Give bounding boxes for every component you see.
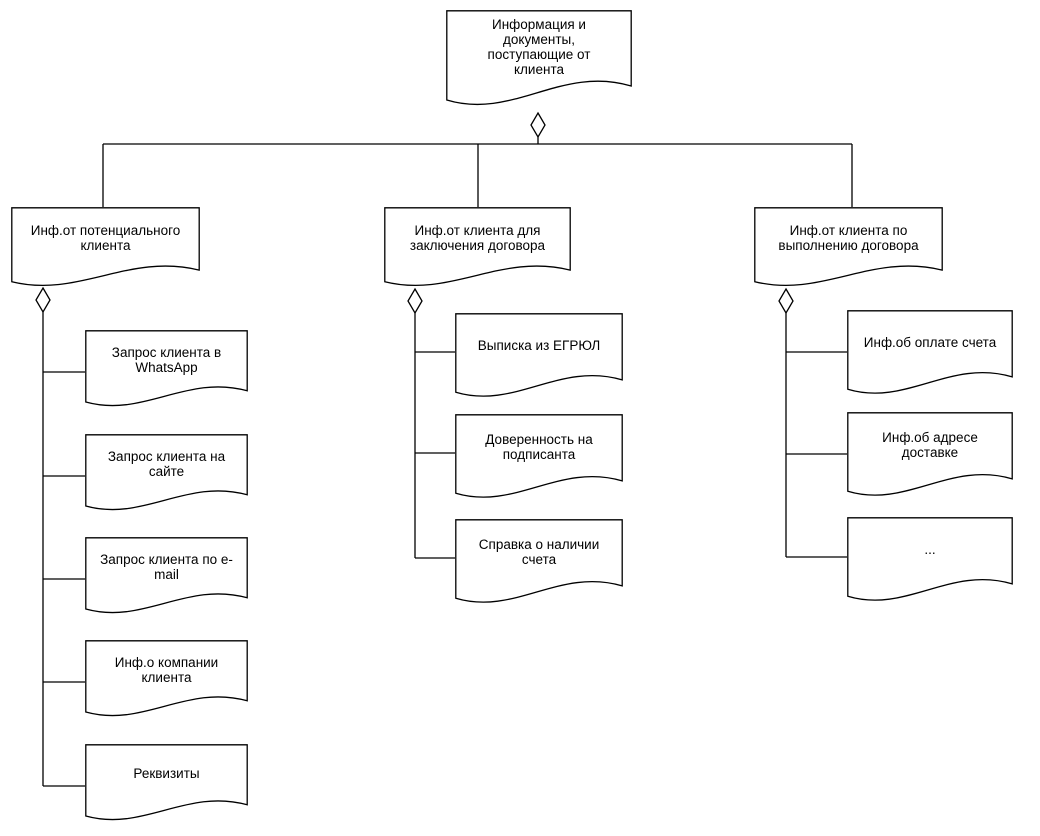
document-shape [754, 207, 943, 286]
document-shape [85, 434, 248, 511]
doc-node-branch-contract-execution[interactable]: Инф.от клиента по выполнению договора [754, 207, 943, 290]
doc-node-body: Выписка из ЕГРЮЛ [455, 313, 623, 378]
document-shape [847, 412, 1013, 496]
doc-node-body: Запрос клиента по e-mail [85, 537, 248, 596]
doc-node-label: Информация и документы, поступающие от к… [487, 17, 591, 77]
doc-node-body: Запрос клиента в WhatsApp [85, 330, 248, 389]
doc-node-label: Запрос клиента на сайте [107, 448, 226, 479]
doc-node-branch-contract-conclusion[interactable]: Инф.от клиента для заключения договора [384, 207, 571, 290]
doc-node-body: Запрос клиента на сайте [85, 434, 248, 493]
document-shape [455, 414, 623, 498]
doc-node-label: Запрос клиента в WhatsApp [111, 344, 222, 375]
doc-node-body: Инф.от клиента по выполнению договора [754, 207, 943, 268]
doc-node-requisites[interactable]: Реквизиты [85, 744, 248, 824]
doc-node-body: Справка о наличии счета [455, 519, 623, 584]
doc-node-account-certificate[interactable]: Справка о наличии счета [455, 519, 623, 607]
doc-node-label: Инф.об адресе доставке [882, 429, 978, 460]
document-shape [847, 310, 1013, 394]
doc-node-label: Справка о наличии счета [478, 536, 600, 567]
doc-node-root[interactable]: Информация и документы, поступающие от к… [446, 10, 632, 110]
doc-node-label: Выписка из ЕГРЮЛ [477, 338, 601, 354]
aggregation-diamond-right [778, 287, 794, 315]
doc-node-body: Реквизиты [85, 744, 248, 803]
document-shape [384, 207, 571, 286]
document-shape [85, 640, 248, 717]
document-shape [11, 207, 200, 286]
aggregation-diamond-left [35, 286, 51, 314]
doc-node-delivery-address-info[interactable]: Инф.об адресе доставке [847, 412, 1013, 500]
doc-node-whatsapp-request[interactable]: Запрос клиента в WhatsApp [85, 330, 248, 410]
doc-node-egrul-extract[interactable]: Выписка из ЕГРЮЛ [455, 313, 623, 401]
doc-node-branch-potential-client[interactable]: Инф.от потенциального клиента [11, 207, 200, 290]
document-shape [85, 330, 248, 407]
doc-node-body: Доверенность на подписанта [455, 414, 623, 479]
doc-node-label: Инф.от потенциального клиента [30, 222, 181, 253]
aggregation-diamond-middle [407, 287, 423, 315]
doc-node-label: Инф.об оплате счета [863, 335, 997, 351]
doc-node-body: Инф.об оплате счета [847, 310, 1013, 375]
doc-node-label: Доверенность на подписанта [485, 431, 593, 462]
doc-node-email-request[interactable]: Запрос клиента по e-mail [85, 537, 248, 617]
doc-node-label: Запрос клиента по e-mail [100, 551, 233, 582]
aggregation-diamond-root [530, 111, 546, 139]
doc-node-label: Инф.от клиента для заключения договора [409, 222, 546, 253]
doc-node-body: Инф.от потенциального клиента [11, 207, 200, 268]
document-shape [85, 537, 248, 614]
doc-node-body: Инф.о компании клиента [85, 640, 248, 699]
doc-node-label: ... [924, 542, 936, 558]
doc-node-company-info[interactable]: Инф.о компании клиента [85, 640, 248, 720]
doc-node-power-of-attorney[interactable]: Доверенность на подписанта [455, 414, 623, 502]
doc-node-label: Инф.от клиента по выполнению договора [778, 222, 919, 253]
document-shape [446, 10, 632, 106]
document-shape [847, 517, 1013, 601]
doc-node-body: Инф.от клиента для заключения договора [384, 207, 571, 268]
doc-node-body: Информация и документы, поступающие от к… [446, 10, 632, 84]
document-shape [85, 744, 248, 821]
doc-node-ellipsis[interactable]: ... [847, 517, 1013, 605]
doc-node-body: ... [847, 517, 1013, 582]
doc-node-body: Инф.об адресе доставке [847, 412, 1013, 477]
doc-node-invoice-payment-info[interactable]: Инф.об оплате счета [847, 310, 1013, 398]
document-shape [455, 313, 623, 397]
document-shape [455, 519, 623, 603]
doc-node-site-request[interactable]: Запрос клиента на сайте [85, 434, 248, 514]
doc-node-label: Реквизиты [133, 766, 200, 782]
doc-node-label: Инф.о компании клиента [114, 654, 219, 685]
